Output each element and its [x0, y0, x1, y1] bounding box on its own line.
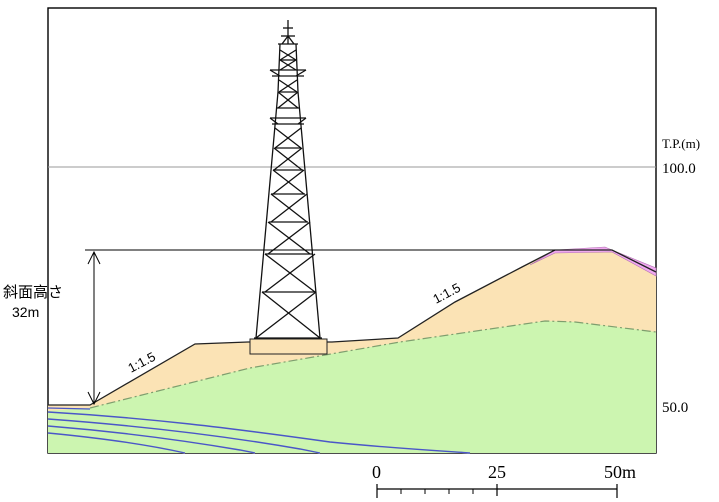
strata-lines [47, 411, 471, 454]
elevation-unit-label: T.P.(m) [662, 136, 700, 151]
slope-height-label: 斜面高さ [3, 284, 63, 301]
elevation-label-50: 50.0 [662, 400, 688, 416]
scale-label-50m: 50m [604, 462, 636, 482]
bedrock-layer [48, 321, 656, 453]
ground-surface [48, 249, 657, 406]
dimension-arrow-down [87, 391, 101, 406]
topsoil-layer [529, 246, 657, 277]
elevation-label-100: 100.0 [662, 161, 696, 177]
dimension-arrow-up [87, 250, 101, 265]
scale-label-0: 0 [372, 462, 381, 482]
scale-label-25: 25 [488, 462, 506, 482]
transmission-tower [254, 20, 322, 339]
strata-line-top [47, 407, 91, 410]
tower-bracing [254, 127, 322, 339]
tower-foundation [249, 338, 328, 355]
scale-bar: 0 25 50m [372, 462, 636, 498]
layer-boundary-line [89, 320, 657, 409]
slope-height-value: 32m [12, 304, 39, 320]
